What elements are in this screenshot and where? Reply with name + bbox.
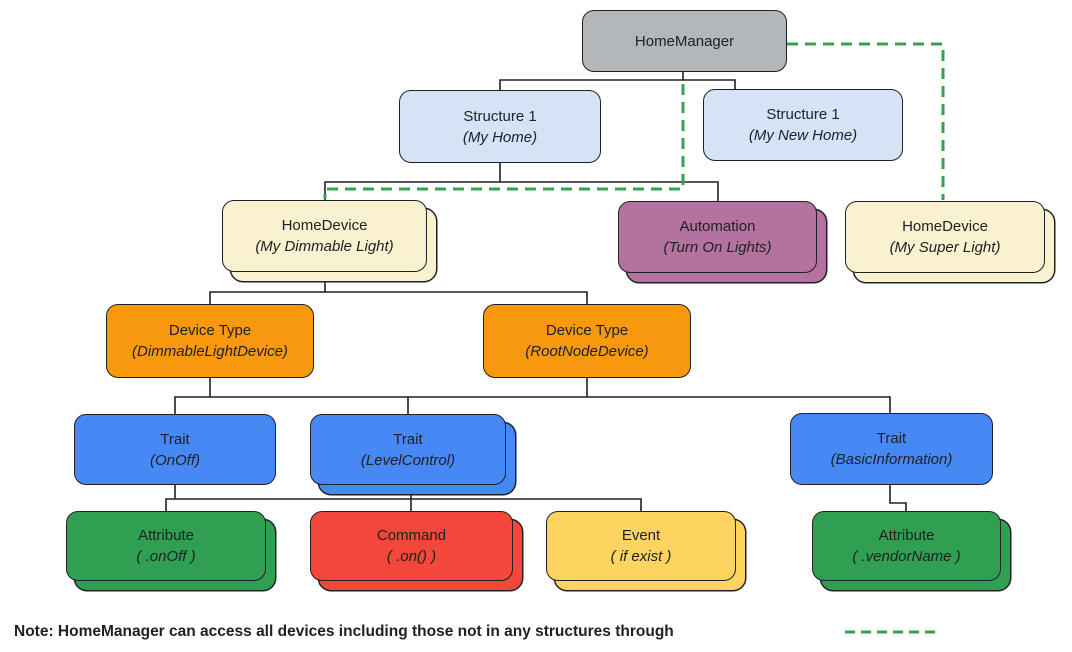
node-title: Command [376,527,447,544]
node-title: Trait [876,430,907,447]
note-text: Note: HomeManager can access all devices… [14,623,674,640]
node-subtitle: (My Super Light) [889,239,1001,256]
node-subtitle: (RootNodeDevice) [525,343,649,360]
node-subtitle: (OnOff) [149,451,200,469]
node-trait-basicinformation: Trait (BasicInformation) [790,413,993,485]
node-command-on: Command ( .on() ) [310,511,513,581]
node-subtitle: ( .vendorName ) [852,548,961,565]
node-title: HomeManager [634,32,735,50]
node-title: Attribute [878,527,935,544]
node-subtitle: ( .on() ) [386,548,437,565]
solid-connector-path [165,72,907,511]
node-title: Device Type [168,322,252,339]
node-subtitle: (BasicInformation) [830,451,953,468]
node-subtitle: ( if exist ) [610,548,672,565]
node-subtitle: (My Dimmable Light) [255,238,394,255]
node-home-manager: HomeManager [582,10,787,72]
node-title: Device Type [545,322,629,339]
node-subtitle: (My New Home) [748,127,858,144]
node-subtitle: (My Home) [462,128,538,146]
node-homedevice-my-dimmable-light: HomeDevice (My Dimmable Light) [222,200,427,272]
node-attribute-vendorname: Attribute ( .vendorName ) [812,511,1001,581]
node-title: Event [621,527,661,544]
node-trait-onoff: Trait (OnOff) [74,414,276,485]
node-title: Structure 1 [463,107,537,125]
node-trait-levelcontrol: Trait (LevelControl) [310,414,506,485]
node-automation-turn-on-lights: Automation (Turn On Lights) [618,201,817,273]
node-structure-my-new-home: Structure 1 (My New Home) [703,89,903,161]
node-title: Structure 1 [766,106,840,123]
node-subtitle: (DimmableLightDevice) [132,343,288,360]
node-subtitle: ( .onOff ) [136,548,196,565]
node-event-if-exist: Event ( if exist ) [546,511,736,581]
node-title: HomeDevice [281,217,368,234]
node-homedevice-my-super-light: HomeDevice (My Super Light) [845,201,1045,273]
node-attribute-onoff: Attribute ( .onOff ) [66,511,266,581]
node-subtitle: (Turn On Lights) [663,239,772,256]
node-structure-my-home: Structure 1 (My Home) [399,90,601,163]
node-devicetype-dimmablelightdevice: Device Type (DimmableLightDevice) [106,304,314,378]
node-devicetype-rootnodedevice: Device Type (RootNodeDevice) [483,304,691,378]
node-title: Attribute [138,527,194,544]
node-subtitle: (LevelControl) [360,451,456,469]
node-title: Trait [160,430,190,448]
dashed-access-path [323,42,945,200]
node-title: HomeDevice [902,218,988,235]
node-title: Trait [393,430,423,448]
node-title: Automation [679,218,756,235]
